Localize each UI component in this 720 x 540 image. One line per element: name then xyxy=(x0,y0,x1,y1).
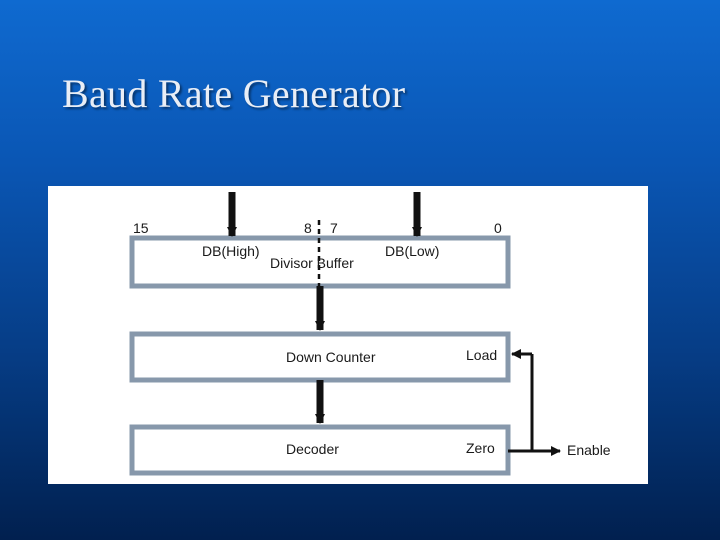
baud-rate-diagram: 15 8 7 0 DB(High) DB(Low) Divisor Buffer… xyxy=(129,192,611,476)
enable-label: Enable xyxy=(567,442,611,458)
bit-0-label: 0 xyxy=(494,220,502,236)
divisor-buffer-label: Divisor Buffer xyxy=(270,255,354,271)
zero-label: Zero xyxy=(466,440,495,456)
down-counter-block xyxy=(129,331,511,383)
decoder-label: Decoder xyxy=(286,441,339,457)
db-low-label: DB(Low) xyxy=(385,243,439,259)
down-counter-label: Down Counter xyxy=(286,349,376,365)
bit-15-label: 15 xyxy=(133,220,149,236)
diagram-panel: 15 8 7 0 DB(High) DB(Low) Divisor Buffer… xyxy=(48,186,648,484)
bit-8-label: 8 xyxy=(304,220,312,236)
bit-7-label: 7 xyxy=(330,220,338,236)
decoder-block xyxy=(129,424,511,476)
db-high-label: DB(High) xyxy=(202,243,260,259)
slide-title: Baud Rate Generator xyxy=(62,71,406,116)
load-label: Load xyxy=(466,347,497,363)
